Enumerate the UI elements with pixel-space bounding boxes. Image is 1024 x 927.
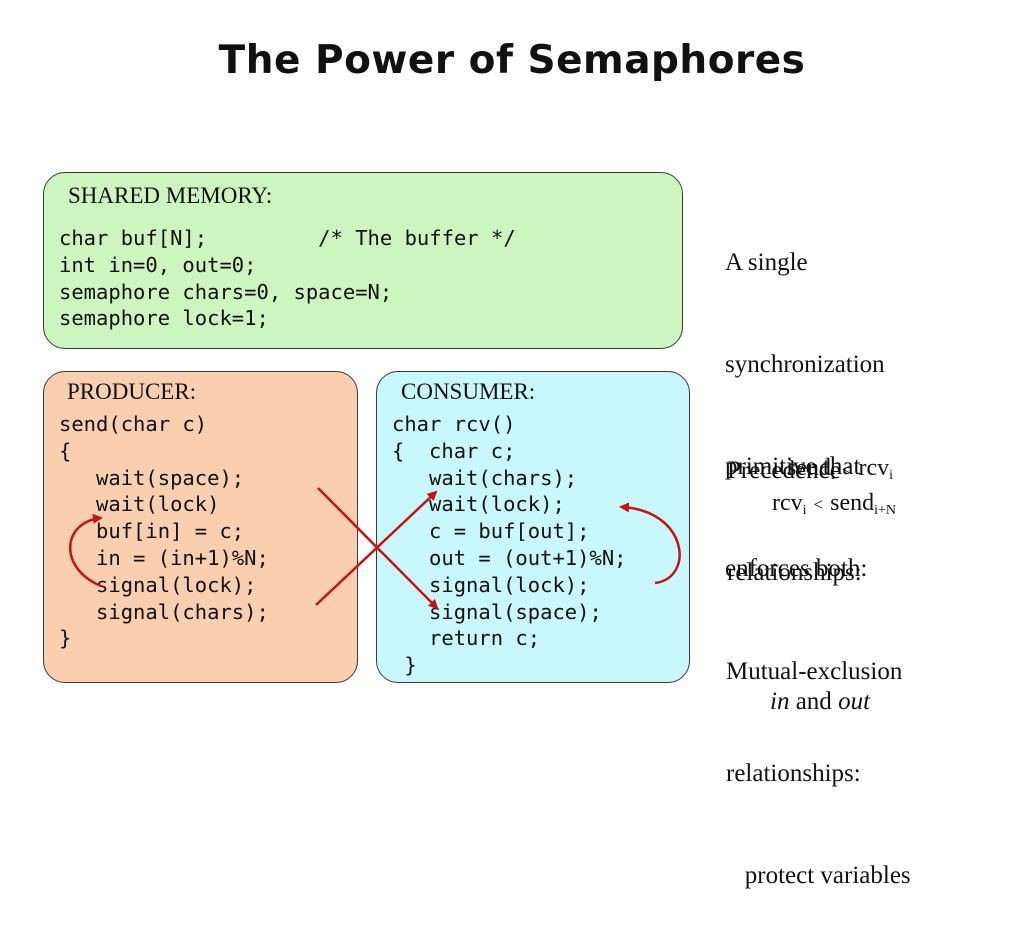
precedence-relation-send-rcv: sendi<rcvi xyxy=(787,455,893,484)
precedence-relation-rcv-send: rcvi < sendi+N xyxy=(772,490,896,519)
code-line: { xyxy=(59,438,72,463)
variable-in: in xyxy=(770,688,790,715)
code-line: int in=0, out=0; xyxy=(59,252,257,277)
slide-title: The Power of Semaphores xyxy=(218,38,806,83)
code-line: semaphore chars=0, space=N; xyxy=(59,279,393,304)
conjunction: and xyxy=(789,688,839,715)
producer-label: PRODUCER: xyxy=(67,379,197,404)
code-line: } xyxy=(392,653,417,678)
code-line: wait(chars); xyxy=(392,465,578,490)
shared-memory-code: char buf[N]; /* The buffer */int in=0, o… xyxy=(59,225,516,332)
code-line: out = (out+1)%N; xyxy=(392,545,627,570)
code-line: char buf[N]; /* The buffer */ xyxy=(59,226,516,250)
code-line: wait(space); xyxy=(59,465,245,490)
arrow-producer-lock-loop xyxy=(69,513,103,588)
protected-variables: in and out xyxy=(770,688,870,716)
producer-box: PRODUCER: send(char c){ wait(space); wai… xyxy=(43,371,358,683)
arrows-overlay xyxy=(69,487,681,610)
code-line: signal(space); xyxy=(392,599,602,624)
relation-subscript: i+N xyxy=(874,503,897,518)
consumer-code: char rcv(){ char c; wait(chars); wait(lo… xyxy=(392,411,627,679)
side-line: protect variables xyxy=(726,862,911,889)
relation-term: send xyxy=(787,455,831,481)
side-line: enforces both: xyxy=(725,555,868,582)
arrow-consumer-lock-loop xyxy=(619,502,681,585)
precedence-heading: Precedence relationships: xyxy=(727,386,862,624)
code-line: c = buf[out]; xyxy=(392,519,590,544)
consumer-label: CONSUMER: xyxy=(401,379,536,404)
relation-subscript: i xyxy=(802,503,807,518)
side-line: synchronization xyxy=(725,351,885,378)
relation-term: rcv xyxy=(772,490,803,516)
shared-memory-label: SHARED MEMORY: xyxy=(68,183,273,208)
code-line: { char c; xyxy=(392,438,516,463)
code-line: char rcv() xyxy=(392,412,516,436)
side-line: Mutual-exclusion xyxy=(726,658,903,685)
side-line: A single xyxy=(725,249,808,276)
code-line: signal(lock); xyxy=(59,572,257,597)
arrow-chars-to-wait-chars xyxy=(315,490,438,606)
code-line: wait(lock) xyxy=(59,492,220,517)
code-line: send(char c) xyxy=(59,412,208,436)
code-line: signal(lock); xyxy=(392,572,590,597)
code-line: in = (in+1)%N; xyxy=(59,545,269,570)
variable-out: out xyxy=(838,688,871,715)
single-primitive-text: A single synchronization primitive that … xyxy=(725,178,885,620)
producer-code: send(char c){ wait(space); wait(lock) bu… xyxy=(59,411,269,652)
consumer-box: CONSUMER: char rcv(){ char c; wait(chars… xyxy=(376,371,690,683)
shared-memory-box: SHARED MEMORY: char buf[N]; /* The buffe… xyxy=(43,172,683,349)
code-line: buf[in] = c; xyxy=(59,519,245,544)
code-line: return c; xyxy=(392,626,541,651)
relation-subscript: i xyxy=(889,468,894,483)
relation-term: rcv xyxy=(858,455,890,481)
side-line: relationships: xyxy=(727,559,862,586)
less-than-symbol: < xyxy=(813,495,824,514)
code-line: } xyxy=(59,626,72,651)
code-line: semaphore lock=1; xyxy=(59,306,269,331)
side-line: Precedence xyxy=(727,457,841,484)
relation-term: send xyxy=(830,490,875,516)
code-line: wait(lock); xyxy=(392,492,565,517)
less-than-symbol: < xyxy=(841,460,852,479)
relation-subscript: i xyxy=(831,468,835,483)
side-line: primitive that xyxy=(725,453,861,480)
code-line: signal(chars); xyxy=(59,599,269,624)
